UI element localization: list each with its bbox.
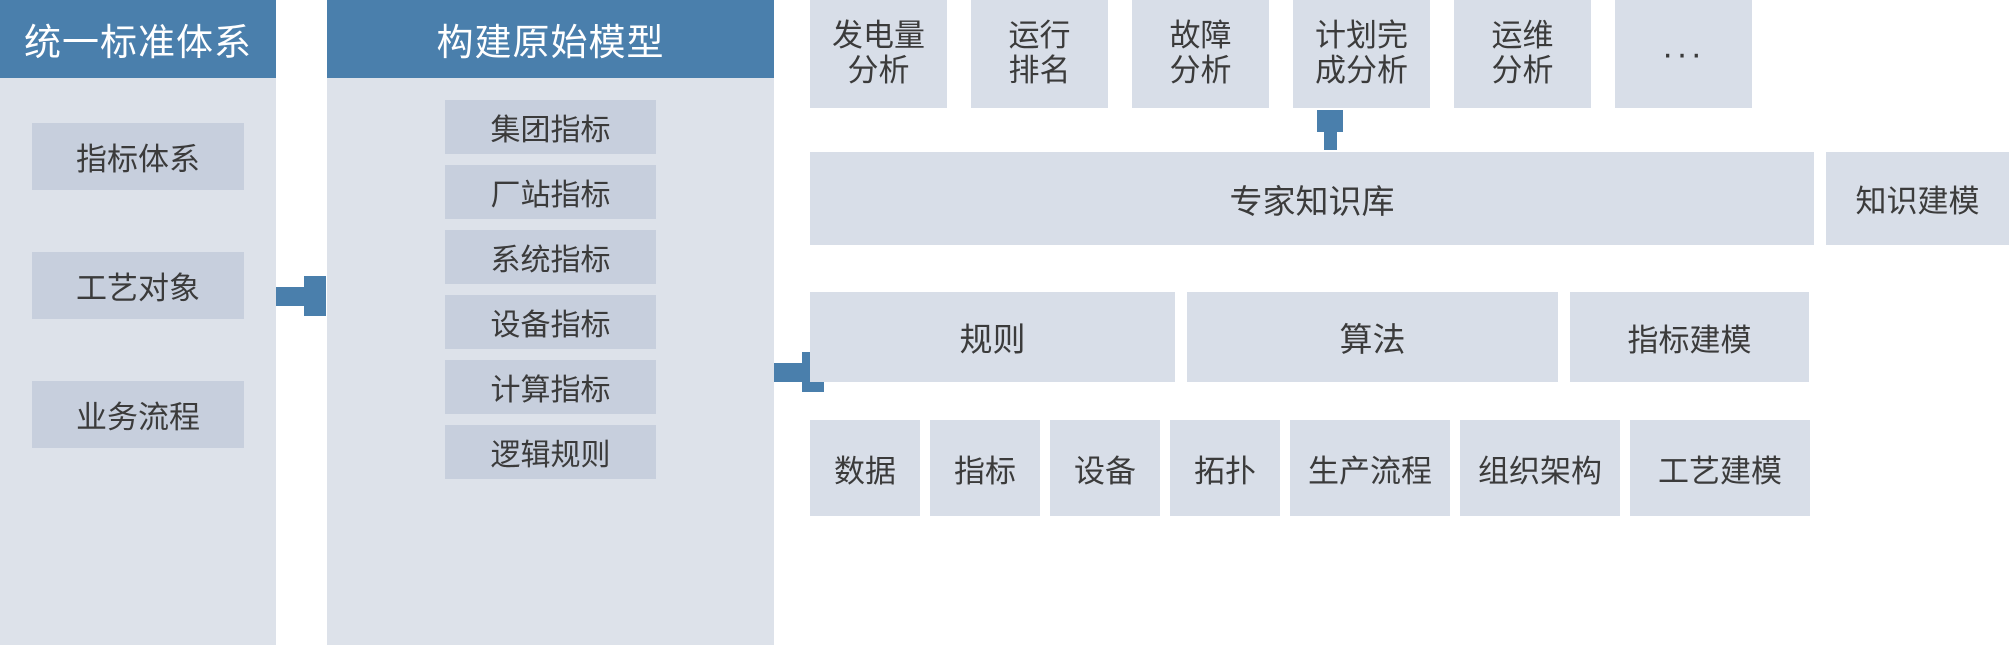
panel-body-unified-standard-system: 指标体系 工艺对象 业务流程 — [0, 78, 276, 645]
analysis-card-row: 发电量 分析 运行 排名 故障 分析 计划完 成分析 运维 分析 ··· — [810, 0, 1752, 108]
process-modeling-card[interactable]: 工艺建模 — [1630, 420, 1810, 516]
model-item-logic-rule[interactable]: 逻辑规则 — [445, 425, 656, 479]
analysis-card-operation-maintenance[interactable]: 运维 分析 — [1454, 0, 1591, 108]
analysis-card-more-ellipsis[interactable]: ··· — [1615, 0, 1752, 108]
panel-title-unified-standard-system: 统一标准体系 — [0, 0, 276, 78]
arrow-shaft — [276, 287, 306, 306]
panel-body-build-original-model: 集团指标 厂站指标 系统指标 设备指标 计算指标 逻辑规则 — [327, 78, 774, 645]
base-chip-organization-structure[interactable]: 组织架构 — [1460, 420, 1620, 516]
rules-card[interactable]: 规则 — [810, 292, 1175, 382]
panel-build-original-model: 构建原始模型 集团指标 厂站指标 系统指标 设备指标 计算指标 逻辑规则 — [327, 0, 774, 645]
right-region: 发电量 分析 运行 排名 故障 分析 计划完 成分析 运维 分析 ··· 专家知… — [810, 0, 2009, 645]
analysis-card-fault-analysis[interactable]: 故障 分析 — [1132, 0, 1269, 108]
knowledge-base-row: 专家知识库 知识建模 — [810, 152, 2009, 245]
knowledge-modeling-card[interactable]: 知识建模 — [1826, 152, 2009, 245]
arrow-shaft — [774, 363, 804, 382]
base-chip-production-process[interactable]: 生产流程 — [1290, 420, 1450, 516]
indicator-modeling-card[interactable]: 指标建模 — [1570, 292, 1809, 382]
base-chip-equipment[interactable]: 设备 — [1050, 420, 1160, 516]
model-item-plant-indicator[interactable]: 厂站指标 — [445, 165, 656, 219]
expert-knowledge-base-card[interactable]: 专家知识库 — [810, 152, 1814, 245]
base-chip-data[interactable]: 数据 — [810, 420, 920, 516]
std-item-indicator-system[interactable]: 指标体系 — [32, 123, 244, 190]
arrow-right-icon-standard-to-model — [276, 276, 328, 316]
model-item-group-indicator[interactable]: 集团指标 — [445, 100, 656, 154]
arrow-head — [304, 276, 326, 316]
algorithm-card[interactable]: 算法 — [1187, 292, 1558, 382]
model-item-calculated-indicator[interactable]: 计算指标 — [445, 360, 656, 414]
model-item-equipment-indicator[interactable]: 设备指标 — [445, 295, 656, 349]
base-entity-row: 数据 指标 设备 拓扑 生产流程 组织架构 工艺建模 — [810, 420, 1810, 516]
std-item-business-process[interactable]: 业务流程 — [32, 381, 244, 448]
std-item-process-object[interactable]: 工艺对象 — [32, 252, 244, 319]
base-chip-topology[interactable]: 拓扑 — [1170, 420, 1280, 516]
analysis-card-operation-ranking[interactable]: 运行 排名 — [971, 0, 1108, 108]
base-chip-indicator[interactable]: 指标 — [930, 420, 1040, 516]
rules-row: 规则 算法 指标建模 — [810, 292, 1809, 382]
model-item-system-indicator[interactable]: 系统指标 — [445, 230, 656, 284]
analysis-card-power-generation[interactable]: 发电量 分析 — [810, 0, 947, 108]
panel-title-build-original-model: 构建原始模型 — [327, 0, 774, 78]
analysis-card-plan-completion[interactable]: 计划完 成分析 — [1293, 0, 1430, 108]
panel-unified-standard-system: 统一标准体系 指标体系 工艺对象 业务流程 — [0, 0, 276, 645]
